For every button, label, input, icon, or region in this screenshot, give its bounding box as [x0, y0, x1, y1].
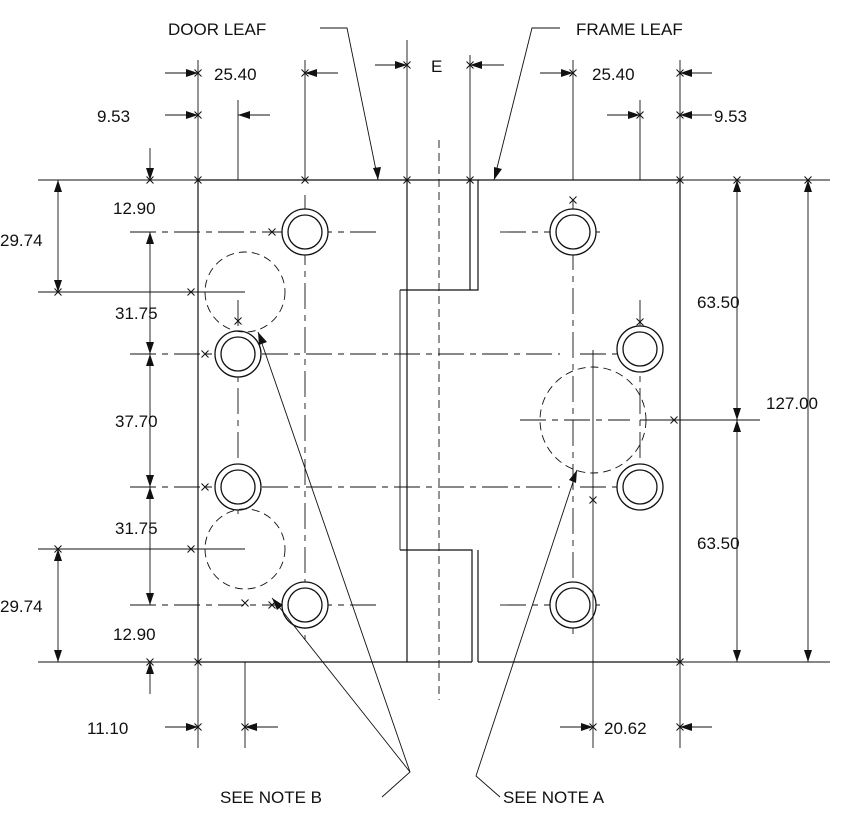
note-b-leader-lower — [271, 597, 411, 773]
frame-leaf-leader — [493, 27, 560, 181]
screw-holes — [214, 208, 664, 629]
note-a-leader — [475, 469, 578, 798]
door-leaf-outline — [197, 179, 472, 663]
cross-mark — [187, 288, 195, 296]
door-leaf-label: DOOR LEAF — [168, 20, 266, 39]
cross-mark — [403, 176, 411, 184]
cross-mark — [194, 658, 202, 666]
dim-door-edge-offset: 9.53 — [97, 107, 130, 126]
cross-mark — [403, 61, 411, 69]
dim-top-circle-y: 29.74 — [0, 231, 43, 250]
dim-middle-pitch: 37.70 — [115, 412, 158, 431]
dim-half-height-lower: 63.50 — [697, 534, 740, 553]
note-b-label: SEE NOTE B — [220, 788, 322, 807]
frame-hole-top — [549, 208, 597, 256]
bottom-dimension-lines — [165, 723, 712, 731]
door-hole-bottom — [281, 581, 329, 629]
gap-dimension-label: E — [431, 57, 442, 76]
dim-frame-bottom-offset-x: 20.62 — [604, 719, 647, 738]
cross-mark — [733, 176, 741, 184]
cross-mark — [194, 111, 202, 119]
frame-hole-lower — [616, 463, 664, 511]
note-a-label: SEE NOTE A — [503, 788, 605, 807]
door-leaf-leader — [320, 27, 379, 181]
dim-door-hole-offset-x: 25.40 — [214, 65, 257, 84]
cross-mark — [676, 658, 684, 666]
cross-mark — [676, 723, 684, 731]
cross-mark — [569, 196, 577, 204]
cross-mark — [268, 228, 276, 236]
cross-mark — [201, 483, 209, 491]
leaders — [257, 27, 578, 798]
cross-mark — [234, 317, 242, 325]
cross-mark — [54, 545, 62, 553]
dim-door-bottom-offset-x: 11.10 — [87, 719, 128, 738]
cross-mark — [676, 111, 684, 119]
cross-mark — [670, 416, 678, 424]
dim-bottom-hole-y: 12.90 — [113, 625, 156, 644]
cross-mark — [569, 69, 577, 77]
hole-centerlines — [130, 195, 660, 640]
dim-overall-height: 127.00 — [766, 394, 818, 413]
cross-mark — [636, 111, 644, 119]
door-hole-top — [281, 208, 329, 256]
cross-mark — [54, 288, 62, 296]
cross-mark — [187, 545, 195, 553]
left-dimension-lines — [54, 148, 154, 694]
dim-upper-pitch: 31.75 — [115, 304, 158, 323]
note-b-circle-upper — [204, 251, 286, 333]
cross-marks — [54, 61, 812, 731]
extension-lines — [38, 40, 830, 748]
cross-mark — [301, 69, 309, 77]
cross-mark — [676, 176, 684, 184]
cross-mark — [676, 69, 684, 77]
top-dimension-lines — [165, 61, 712, 119]
dim-frame-hole-offset-x: 25.40 — [592, 65, 635, 84]
note-b-leader-upper — [257, 331, 411, 798]
cross-mark — [589, 496, 597, 504]
door-hole-lower — [214, 463, 262, 511]
cross-mark — [146, 658, 154, 666]
dim-top-hole-y: 12.90 — [113, 199, 156, 218]
frame-hole-upper — [616, 325, 664, 373]
door-hole-upper — [214, 330, 262, 378]
dim-bottom-circle-y: 29.74 — [0, 597, 43, 616]
cross-mark — [241, 599, 249, 607]
right-dimension-lines — [733, 180, 812, 662]
dim-lower-pitch: 31.75 — [115, 519, 158, 538]
cross-mark — [466, 176, 474, 184]
cross-mark — [194, 176, 202, 184]
cross-mark — [589, 723, 597, 731]
cross-mark — [241, 723, 249, 731]
cross-mark — [201, 350, 209, 358]
frame-leaf-outline — [478, 179, 681, 663]
note-b-circle-lower — [204, 508, 286, 590]
cross-mark — [636, 318, 644, 326]
frame-leaf-label: FRAME LEAF — [576, 20, 683, 39]
cross-mark — [268, 601, 276, 609]
cross-mark — [301, 176, 309, 184]
cross-mark — [804, 176, 812, 184]
frame-hole-bottom — [549, 581, 597, 629]
cross-mark — [194, 723, 202, 731]
dim-half-height-upper: 63.50 — [697, 293, 740, 312]
cross-mark — [194, 69, 202, 77]
cross-mark — [466, 61, 474, 69]
cross-mark — [146, 176, 154, 184]
dim-frame-edge-offset: 9.53 — [714, 107, 747, 126]
